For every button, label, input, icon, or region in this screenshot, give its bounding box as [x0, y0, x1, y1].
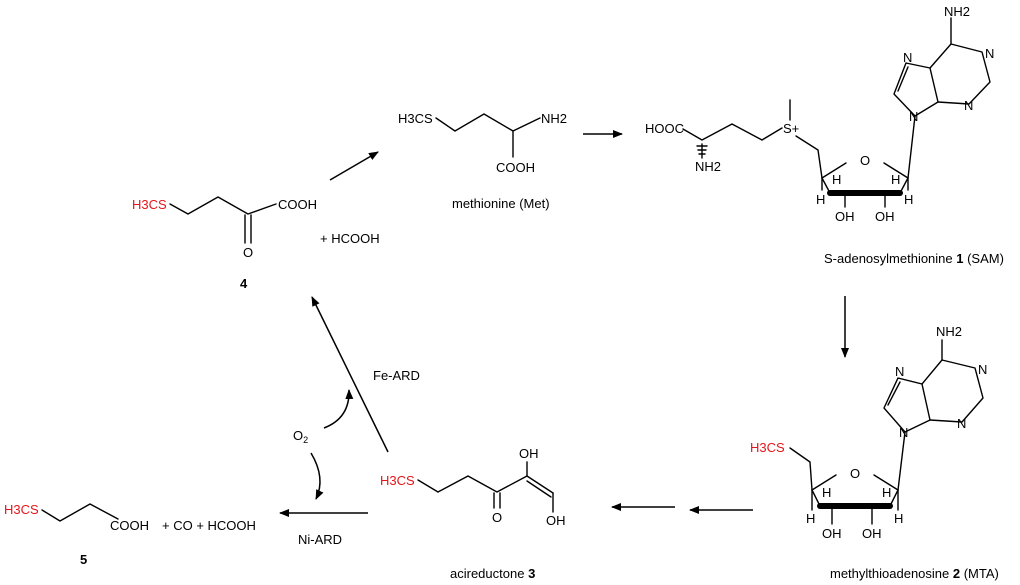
- sam-acid-label: HOOC: [645, 121, 684, 136]
- mta-name-label: methylthioadenosine 2 (MTA): [830, 566, 999, 581]
- compound-methionine: H3CS NH2 COOH methionine (Met): [398, 111, 567, 211]
- acireductone-terminal-oh: OH: [546, 513, 566, 528]
- compound-acireductone: H3CS O OH OH acireductone 3: [380, 446, 566, 581]
- mta-n9: N: [899, 425, 908, 440]
- oxygen-label: O2: [293, 428, 308, 445]
- compound-mta: H3CS O H H H H OH OH NH2 N N N N methylt…: [750, 324, 999, 581]
- compound-5: H3CS COOH 5: [4, 502, 149, 567]
- sam-n9: N: [909, 109, 918, 124]
- mta-h1: H: [822, 485, 831, 500]
- hcooh-byproduct: + HCOOH: [320, 231, 380, 246]
- mta-h2: H: [882, 485, 891, 500]
- met-methylthio-label: H3CS: [398, 111, 433, 126]
- c5-byproducts: + CO + HCOOH: [162, 518, 256, 533]
- sam-n7: N: [903, 50, 912, 65]
- sam-n3: N: [964, 98, 973, 113]
- sam-name-label: S-adenosylmethionine 1 (SAM): [824, 251, 1004, 266]
- mta-methylthio-label: H3CS: [750, 440, 785, 455]
- sam-sulfonium-label: S+: [783, 121, 799, 136]
- sam-hashed-wedge: [696, 143, 708, 159]
- c5-number: 5: [80, 552, 87, 567]
- c4-methylthio-label: H3CS: [132, 197, 167, 212]
- mta-ring-oxygen: O: [850, 466, 860, 481]
- arrow-o2-to-ni-path: [310, 452, 324, 500]
- fe-ard-label: Fe-ARD: [373, 368, 420, 383]
- met-acid-label: COOH: [496, 160, 535, 175]
- sam-base-amine: NH2: [944, 4, 970, 19]
- mta-h4: H: [894, 511, 903, 526]
- arrow-4-to-met: [329, 151, 379, 181]
- ni-ard-label: Ni-ARD: [298, 532, 342, 547]
- compound-4: H3CS COOH O 4: [132, 196, 317, 291]
- c4-acid-label: COOH: [278, 197, 317, 212]
- c4-number: 4: [240, 276, 248, 291]
- acireductone-oxo-label: O: [492, 510, 502, 525]
- mta-oh-2: OH: [822, 526, 842, 541]
- sam-ring-oxygen: O: [860, 153, 870, 168]
- mta-n7: N: [895, 364, 904, 379]
- sam-n1: N: [985, 46, 994, 61]
- mta-n3: N: [957, 416, 966, 431]
- acireductone-name-label: acireductone 3: [450, 566, 535, 581]
- met-name-label: methionine (Met): [452, 196, 550, 211]
- acireductone-methylthio-label: H3CS: [380, 473, 415, 488]
- mta-base-amine: NH2: [936, 324, 962, 339]
- sam-h2: H: [891, 172, 900, 187]
- sam-h1: H: [832, 172, 841, 187]
- sam-h4: H: [904, 192, 913, 207]
- compound-sam: HOOC NH2 S+ O H H H H OH OH NH2 N N N N: [645, 4, 1004, 266]
- sam-amine-label: NH2: [695, 159, 721, 174]
- arrow-o2-to-fe-path: [323, 389, 354, 429]
- sam-h3: H: [816, 192, 825, 207]
- mta-n1: N: [978, 362, 987, 377]
- arrow-fe-ard: [311, 296, 389, 453]
- mta-oh-3: OH: [862, 526, 882, 541]
- acireductone-enol-oh: OH: [519, 446, 539, 461]
- met-amine-label: NH2: [541, 111, 567, 126]
- c5-methylthio-label: H3CS: [4, 502, 39, 517]
- sam-oh-2: OH: [835, 209, 855, 224]
- c4-oxo-label: O: [243, 245, 253, 260]
- mta-h3: H: [806, 511, 815, 526]
- c5-acid-label: COOH: [110, 518, 149, 533]
- sam-oh-3: OH: [875, 209, 895, 224]
